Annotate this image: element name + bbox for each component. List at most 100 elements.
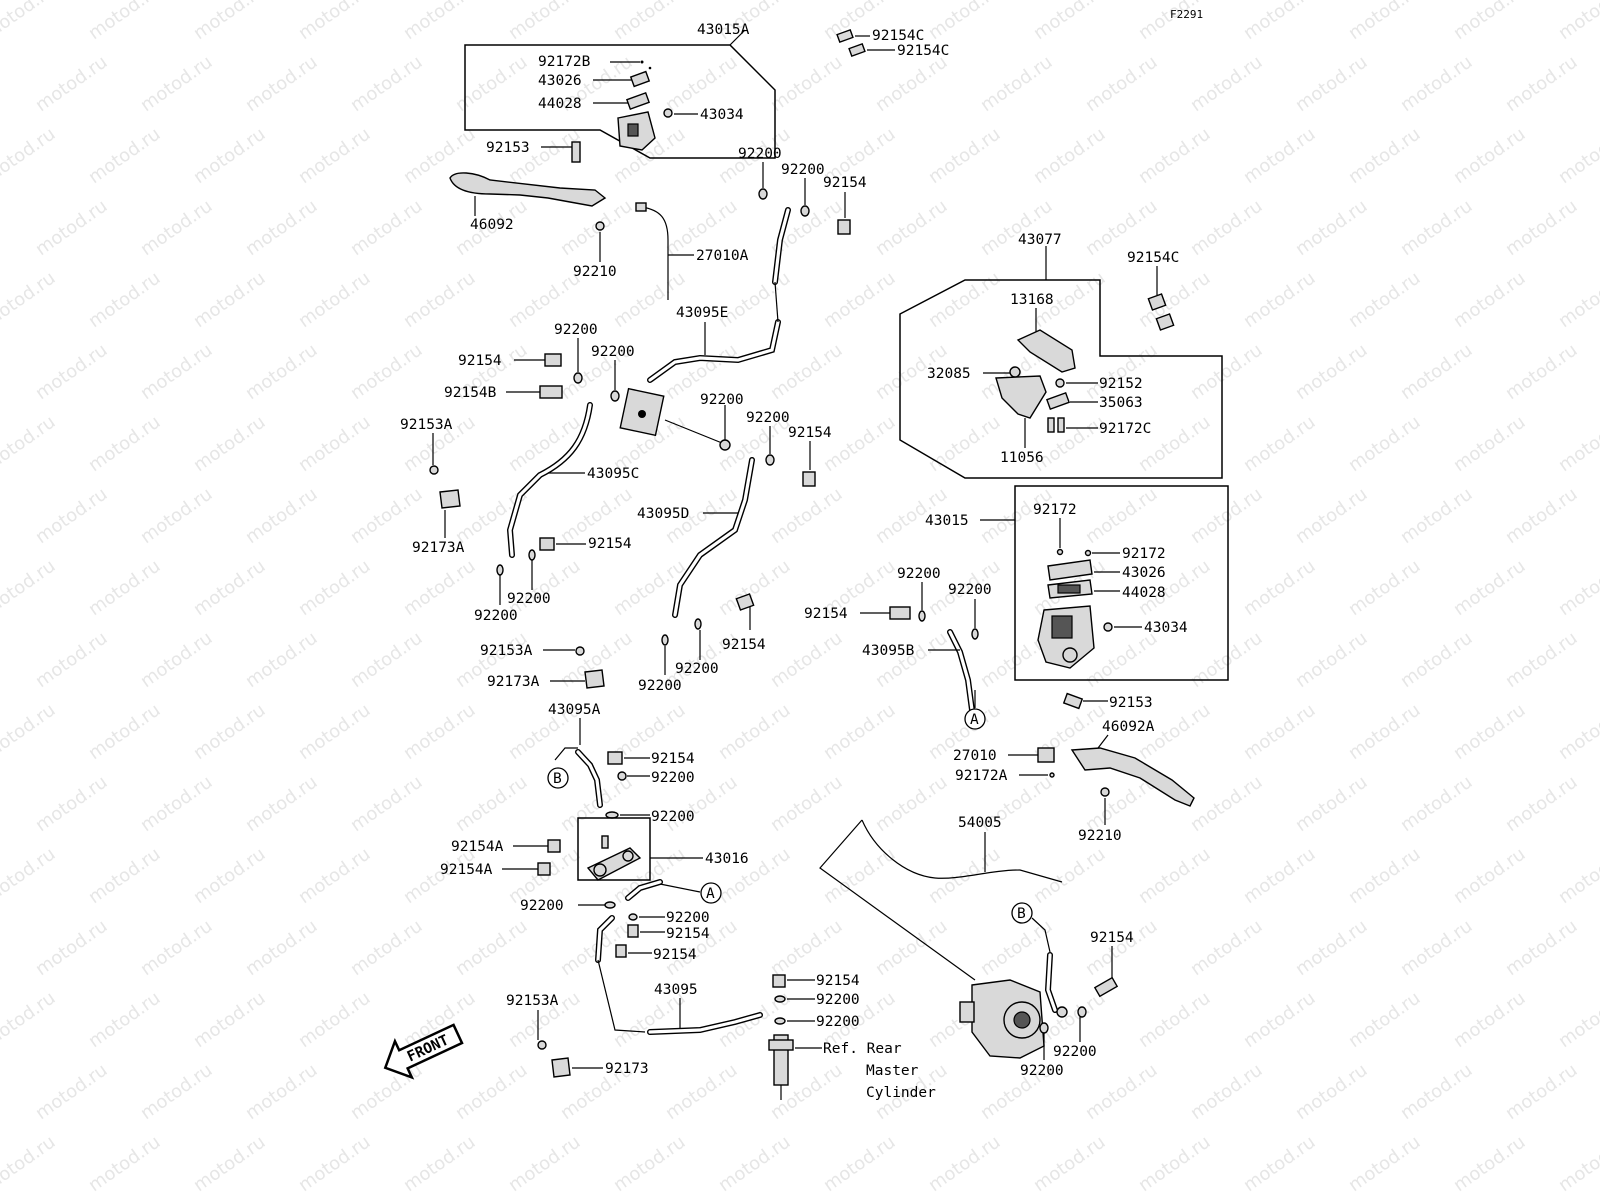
abs-caliper-unit <box>959 979 1045 1059</box>
label-92200-r1: 92200 <box>897 566 941 582</box>
label-92200-m6: 92200 <box>474 608 518 624</box>
label-92154B: 92154B <box>444 385 497 401</box>
front-master-cylinder <box>1037 605 1095 669</box>
watermark-text: motod.ru <box>1240 556 1320 621</box>
watermark-text: motod.ru <box>1450 1132 1530 1197</box>
lever-holder-11056 <box>995 375 1047 419</box>
watermark-text: motod.ru <box>610 268 690 333</box>
watermark-text: motod.ru <box>977 916 1057 981</box>
watermark-text: motod.ru <box>505 0 585 44</box>
watermark-text: motod.ru <box>1397 484 1477 549</box>
lever-bracket-13168 <box>1016 329 1076 373</box>
watermark-text: motod.ru <box>820 1132 900 1197</box>
watermark-text: motod.ru <box>242 628 322 693</box>
watermark-text: motod.ru <box>0 700 59 765</box>
watermark-text: motod.ru <box>1450 268 1530 333</box>
group-box-43015A <box>464 44 776 159</box>
watermark-text: motod.ru <box>1135 988 1215 1053</box>
label-92154-m3: 92154 <box>588 536 632 552</box>
reservoir-cap-43026 <box>1047 559 1093 581</box>
watermark-text: motod.ru <box>1345 700 1425 765</box>
watermark-text: motod.ru <box>1345 268 1425 333</box>
watermark-text: motod.ru <box>347 916 427 981</box>
watermark-text: motod.ru <box>1450 556 1530 621</box>
bolt-92154C-top <box>836 28 895 58</box>
watermark-text: motod.ru <box>1030 0 1110 44</box>
proportioning-valve-43016 <box>586 835 642 881</box>
label-27010: 27010 <box>953 748 997 764</box>
watermark-text: motod.ru <box>1397 1060 1477 1125</box>
label-92172A: 92172A <box>955 768 1008 784</box>
watermark-text: motod.ru <box>505 412 585 477</box>
watermark-text: motod.ru <box>767 628 847 693</box>
watermark-text: motod.ru <box>1082 484 1162 549</box>
watermark-text: motod.ru <box>242 484 322 549</box>
watermark-text: motod.ru <box>190 1132 270 1197</box>
watermark-text: motod.ru <box>1397 52 1477 117</box>
watermark-text: motod.ru <box>137 1060 217 1125</box>
watermark-text: motod.ru <box>977 196 1057 261</box>
watermark-text: motod.ru <box>0 412 59 477</box>
watermark-text: motod.ru <box>190 268 270 333</box>
watermark-text: motod.ru <box>1292 196 1372 261</box>
brake-switch-27010 <box>1037 747 1055 763</box>
watermark-text: motod.ru <box>0 124 59 189</box>
label-92200-t1: 92200 <box>738 146 782 162</box>
label-92200-b5: 92200 <box>816 992 860 1008</box>
watermark-text: motod.ru <box>767 52 847 117</box>
watermark-text: motod.ru <box>505 1132 585 1197</box>
watermark-text: motod.ru <box>1240 124 1320 189</box>
label-92200-m7: 92200 <box>675 661 719 677</box>
watermark-text: motod.ru <box>1555 268 1600 333</box>
label-92200-m8: 92200 <box>638 678 682 694</box>
watermark-text: motod.ru <box>1187 1060 1267 1125</box>
label-ref-master: Master <box>866 1063 919 1079</box>
watermark-text: motod.ru <box>1187 772 1267 837</box>
cable-54005 <box>861 819 1063 883</box>
watermark-text: motod.ru <box>820 412 900 477</box>
label-92200-r2: 92200 <box>948 582 992 598</box>
watermark-text: motod.ru <box>1555 988 1600 1053</box>
watermark-text: motod.ru <box>1187 916 1267 981</box>
label-92200-r3: 92200 <box>1053 1044 1097 1060</box>
watermark-text: motod.ru <box>32 1060 112 1125</box>
watermark-text: motod.ru <box>1450 0 1530 44</box>
watermark-text: motod.ru <box>295 124 375 189</box>
watermark-text: motod.ru <box>1030 1132 1110 1197</box>
watermark-text: motod.ru <box>662 1060 742 1125</box>
watermark-text: motod.ru <box>242 1060 322 1125</box>
hose-clamp-92173A-1 <box>439 489 461 509</box>
watermark-text: motod.ru <box>1030 412 1110 477</box>
watermark-text: motod.ru <box>1502 628 1582 693</box>
watermark-text: motod.ru <box>1345 988 1425 1053</box>
watermark-text: motod.ru <box>347 340 427 405</box>
watermark-text: motod.ru <box>1450 700 1530 765</box>
watermark-text: motod.ru <box>32 196 112 261</box>
watermark-text: motod.ru <box>190 0 270 44</box>
watermark-text: motod.ru <box>1292 484 1372 549</box>
label-92200-m5: 92200 <box>507 591 551 607</box>
watermark-text: motod.ru <box>85 0 165 44</box>
watermark-text: motod.ru <box>767 484 847 549</box>
label-43095E: 43095E <box>676 305 728 321</box>
label-92153A-1: 92153A <box>400 417 453 433</box>
watermark-text: motod.ru <box>1555 124 1600 189</box>
watermark-text: motod.ru <box>295 556 375 621</box>
ref-B-2 <box>1011 902 1033 924</box>
watermark-text: motod.ru <box>715 700 795 765</box>
label-92154C-3: 92154C <box>1127 250 1179 266</box>
label-92154-m2: 92154 <box>788 425 832 441</box>
watermark-text: motod.ru <box>925 268 1005 333</box>
label-44028-right: 44028 <box>1122 585 1166 601</box>
rear-master-cylinder-ref <box>768 1034 794 1100</box>
label-92154A-2: 92154A <box>440 862 493 878</box>
watermark-text: motod.ru <box>242 340 322 405</box>
label-92154-b1: 92154 <box>651 751 695 767</box>
watermark-text: motod.ru <box>1135 268 1215 333</box>
watermark-text: motod.ru <box>0 268 59 333</box>
watermark-text: motod.ru <box>137 196 217 261</box>
watermark-text: motod.ru <box>137 484 217 549</box>
watermark-text: motod.ru <box>610 0 690 44</box>
watermark-text: motod.ru <box>400 268 480 333</box>
